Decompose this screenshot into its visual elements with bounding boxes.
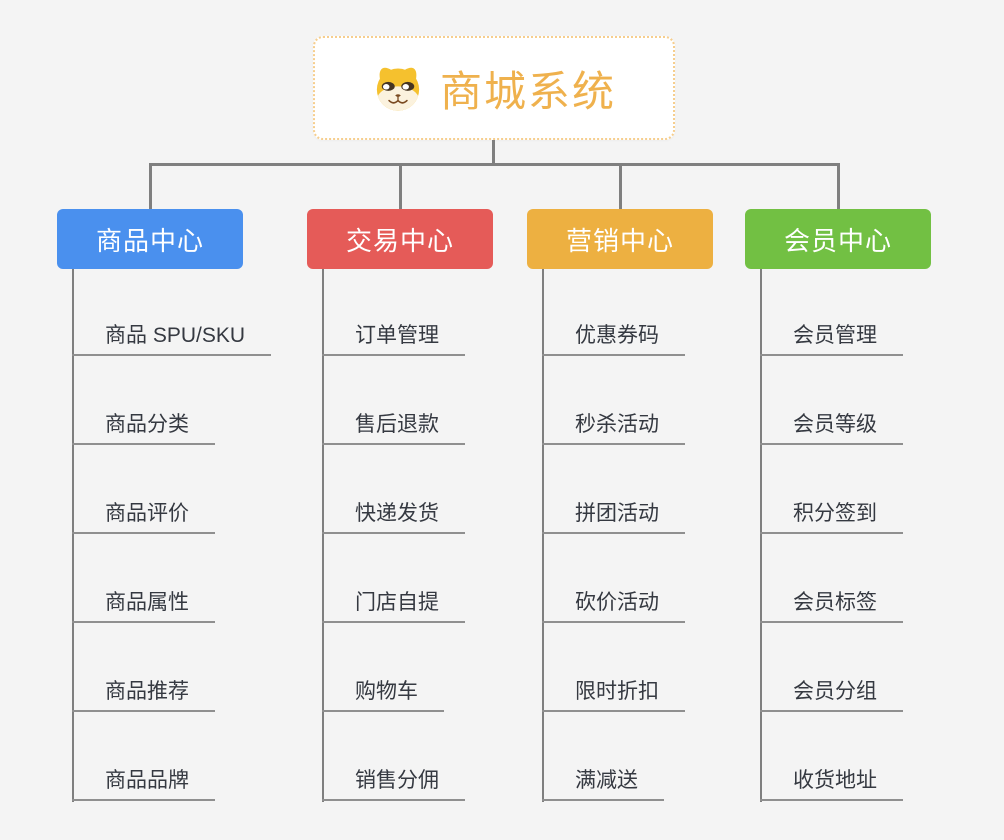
branch-child-line (72, 269, 74, 802)
branch-node-0[interactable]: 商品中心 (57, 209, 243, 269)
branch-items-column: 优惠券码秒杀活动拼团活动砍价活动限时折扣满减送 (542, 269, 685, 801)
root-node[interactable]: 商城系统 (313, 36, 675, 140)
leaf-topic[interactable]: 会员等级 (760, 356, 903, 445)
root-title: 商城系统 (439, 67, 616, 115)
leaf-topic[interactable]: 限时折扣 (542, 623, 685, 712)
leaf-topic[interactable]: 商品品牌 (72, 712, 215, 801)
branch-items-column: 订单管理售后退款快递发货门店自提购物车销售分佣 (322, 269, 465, 801)
leaf-topic[interactable]: 收货地址 (760, 712, 903, 801)
leaf-topic[interactable]: 订单管理 (322, 269, 465, 356)
branch-node-3[interactable]: 会员中心 (745, 209, 931, 269)
leaf-topic[interactable]: 会员管理 (760, 269, 903, 356)
branch-items-column: 会员管理会员等级积分签到会员标签会员分组收货地址 (760, 269, 903, 801)
leaf-topic[interactable]: 拼团活动 (542, 445, 685, 534)
branch-child-line (542, 269, 544, 802)
dog-face-icon (372, 62, 424, 114)
leaf-topic[interactable]: 砍价活动 (542, 534, 685, 623)
branch-child-line (322, 269, 324, 802)
branch-drop-line (618, 166, 622, 209)
branch-drop-line (836, 166, 840, 209)
leaf-topic[interactable]: 商品 SPU/SKU (72, 269, 272, 356)
leaf-topic[interactable]: 秒杀活动 (542, 356, 685, 445)
leaf-topic[interactable]: 商品评价 (72, 445, 215, 534)
leaf-topic[interactable]: 商品分类 (72, 356, 215, 445)
leaf-topic[interactable]: 快递发货 (322, 445, 465, 534)
root-connector-line (492, 140, 495, 163)
leaf-topic[interactable]: 积分签到 (760, 445, 903, 534)
leaf-topic[interactable]: 会员标签 (760, 534, 903, 623)
leaf-topic[interactable]: 售后退款 (322, 356, 465, 445)
leaf-topic[interactable]: 商品属性 (72, 534, 215, 623)
leaf-topic[interactable]: 满减送 (542, 712, 664, 801)
branch-node-1[interactable]: 交易中心 (307, 209, 493, 269)
leaf-topic[interactable]: 商品推荐 (72, 623, 215, 712)
branch-drop-line (398, 166, 402, 209)
leaf-topic[interactable]: 会员分组 (760, 623, 903, 712)
branch-bus-line (149, 163, 840, 166)
leaf-topic[interactable]: 优惠券码 (542, 269, 685, 356)
branch-drop-line (148, 166, 152, 209)
leaf-topic[interactable]: 销售分佣 (322, 712, 465, 801)
branch-child-line (760, 269, 762, 802)
branch-node-2[interactable]: 营销中心 (527, 209, 713, 269)
leaf-topic[interactable]: 门店自提 (322, 534, 465, 623)
leaf-topic[interactable]: 购物车 (322, 623, 444, 712)
